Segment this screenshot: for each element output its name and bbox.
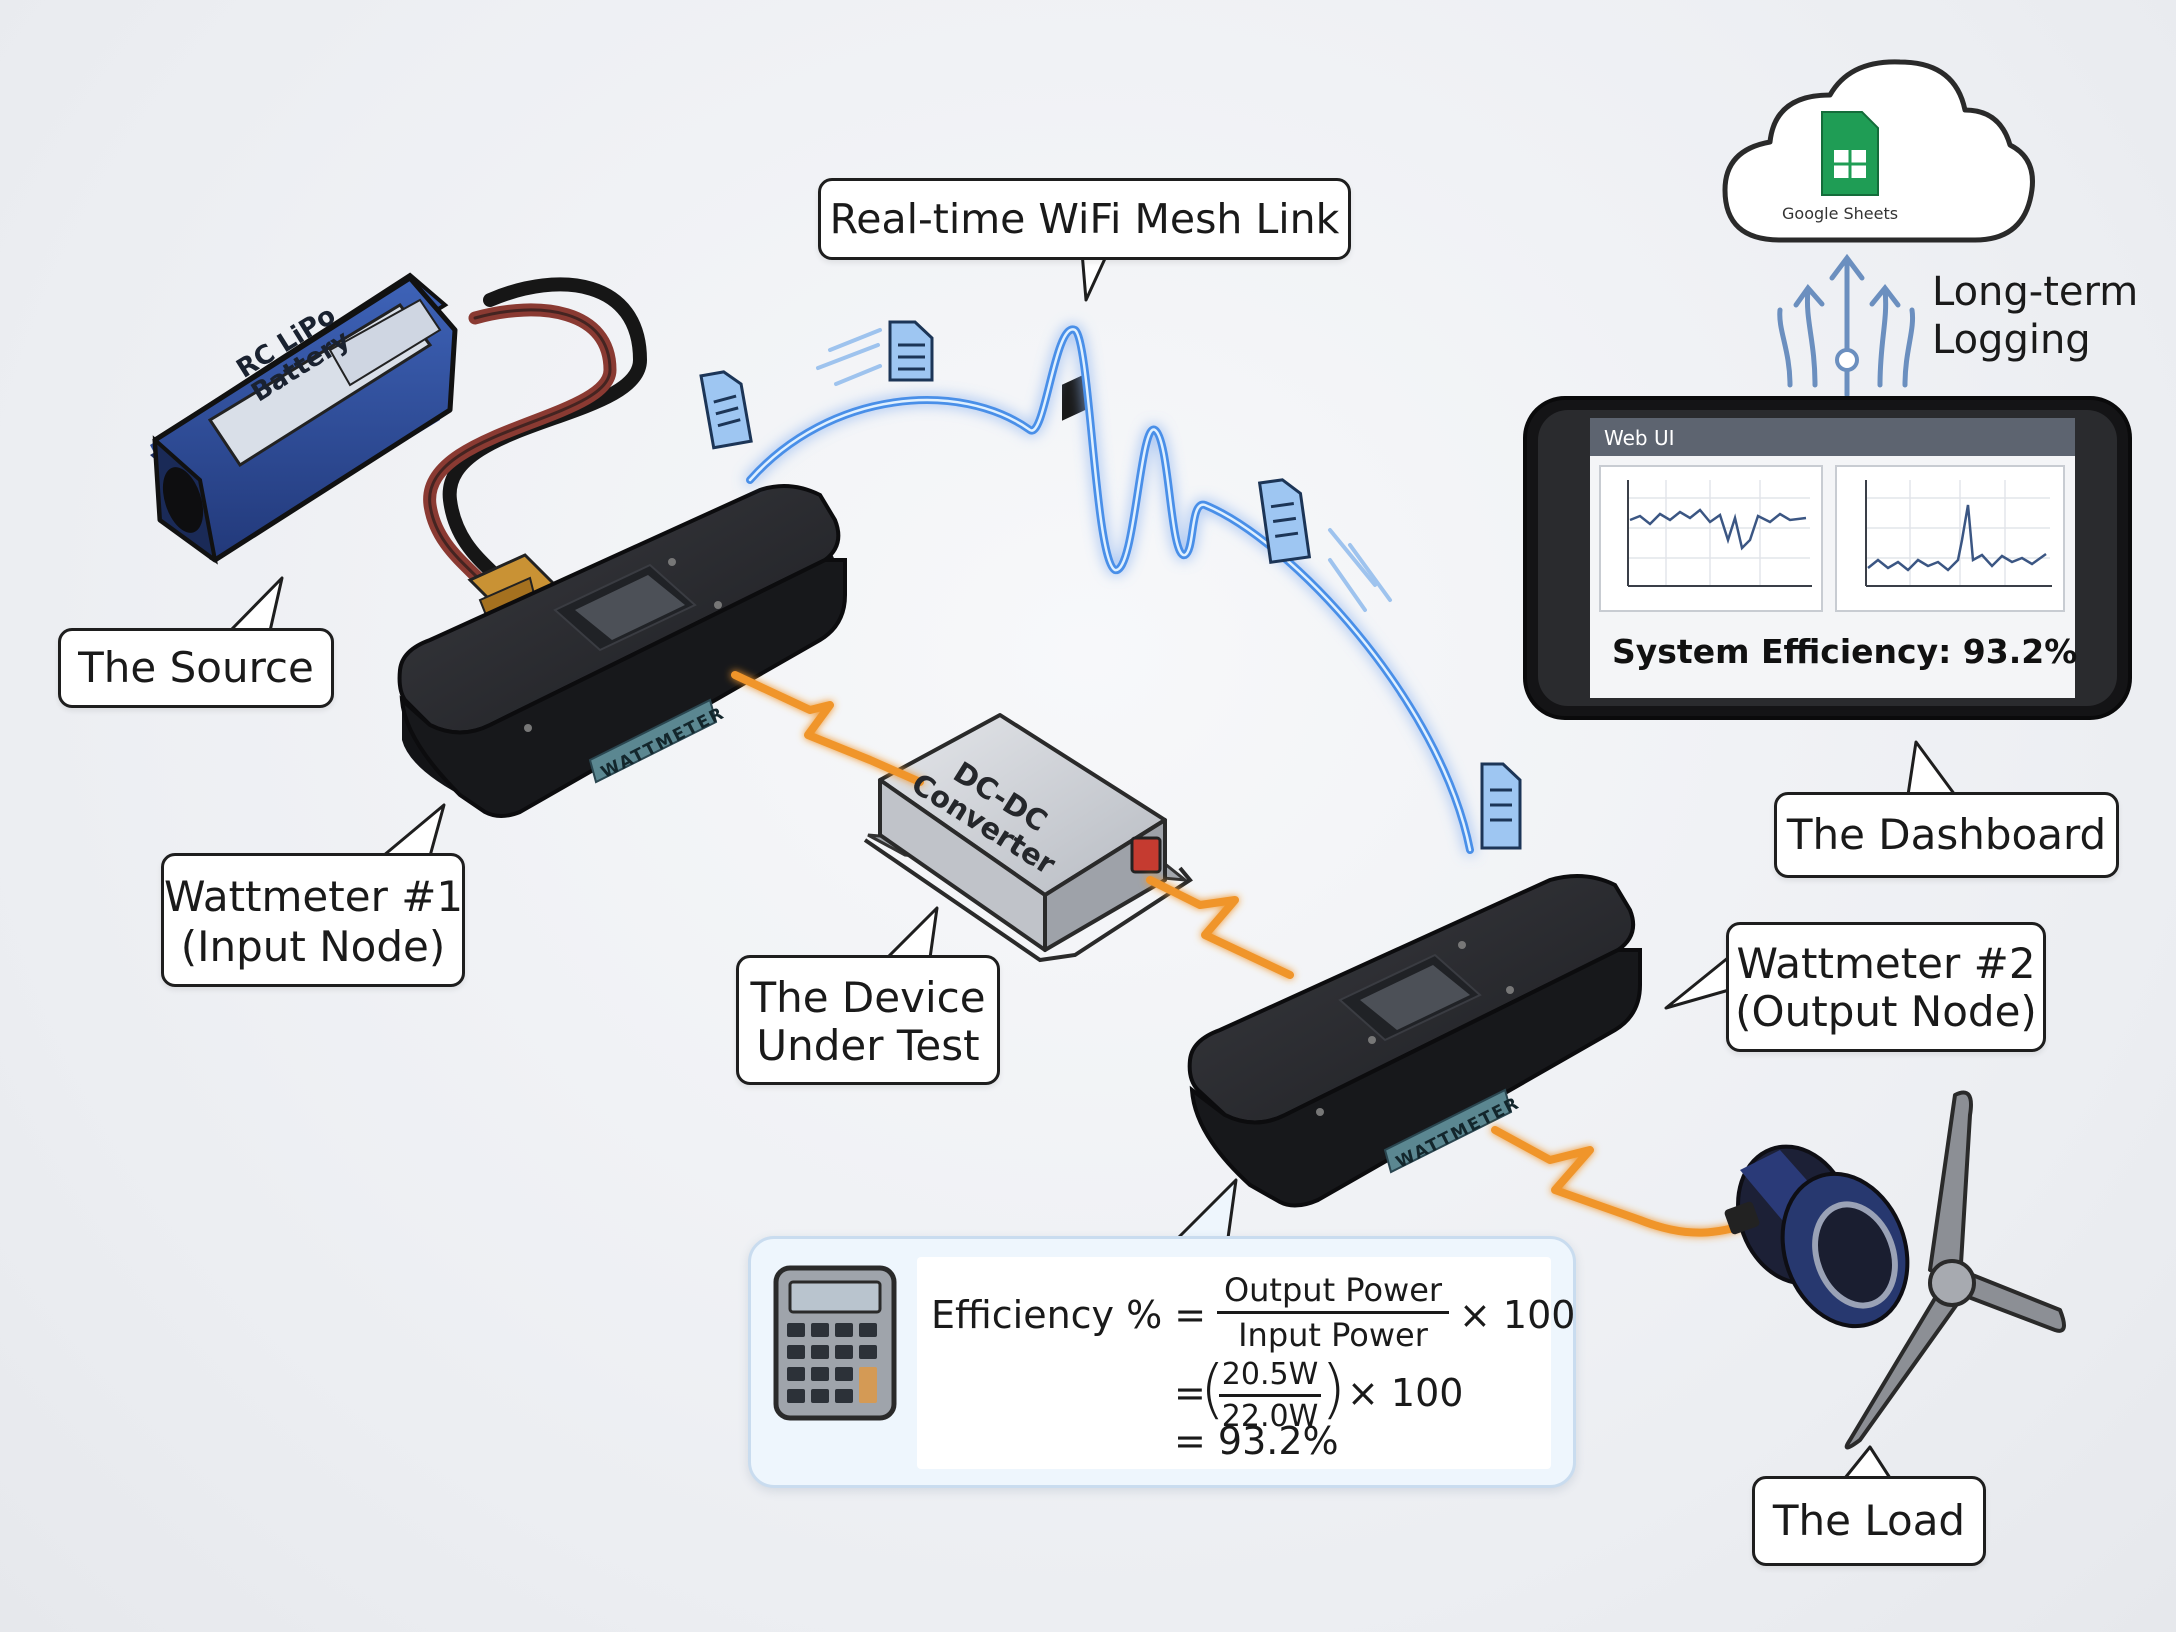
motion-lines xyxy=(816,328,1392,612)
callout-wattmeter-1: Wattmeter #1 (Input Node) xyxy=(161,853,465,987)
logging-label-line-1: Long-term xyxy=(1932,269,2139,315)
dut-label-line-1: The Device xyxy=(750,973,986,1022)
long-term-logging-label: Long-term Logging xyxy=(1932,268,2138,364)
equation-line-2-times: × 100 xyxy=(1347,1371,1464,1415)
equation-body: Efficiency % = Output Power Input Power … xyxy=(917,1257,1575,1469)
equation-line-2-equals: = xyxy=(1174,1371,1206,1415)
right-paren: ) xyxy=(1321,1353,1346,1427)
source-label: The Source xyxy=(78,643,314,692)
callout-the-load: The Load xyxy=(1752,1476,1986,1566)
wattmeter-2-label: Wattmeter #2 xyxy=(1736,939,2036,988)
equation-result: = 93.2% xyxy=(1174,1419,1339,1463)
callout-tails xyxy=(228,251,1957,1479)
left-paren: ( xyxy=(1200,1353,1225,1427)
dashboard-phone xyxy=(1523,396,2132,720)
dut-label-line-2: Under Test xyxy=(756,1021,980,1070)
dashboard-label: The Dashboard xyxy=(1786,810,2107,859)
input-power-trace xyxy=(1629,508,1807,551)
callout-device-under-test: The Device Under Test xyxy=(736,955,1000,1085)
power-line-2 xyxy=(1146,876,1294,979)
data-packet-icon xyxy=(1480,762,1522,850)
power-line-1 xyxy=(731,671,924,786)
equation-tail xyxy=(1176,1178,1238,1240)
wattmeter-1-sublabel: (Input Node) xyxy=(180,922,446,971)
dc-dc-converter-device xyxy=(863,373,1193,963)
load-label: The Load xyxy=(1772,1496,1966,1545)
wattmeter-1-label: Wattmeter #1 xyxy=(164,872,464,921)
wifi-wave xyxy=(746,325,1474,854)
data-packet-icon xyxy=(888,320,934,382)
google-sheets-icon xyxy=(1821,111,1879,196)
equation-times-100: × 100 xyxy=(1459,1293,1576,1337)
data-packet-icon xyxy=(699,370,753,450)
callout-the-source: The Source xyxy=(58,628,334,708)
system-efficiency-readout: System Efficiency: 93.2% xyxy=(1612,632,2078,671)
battery-wires xyxy=(423,277,648,587)
fraction-bar xyxy=(1219,1394,1321,1397)
sync-node-icon xyxy=(1835,348,1859,372)
data-packet-icon xyxy=(1257,478,1312,564)
output-power-trace xyxy=(1867,504,2047,572)
equation-numerator: Output Power xyxy=(1223,1271,1443,1309)
equation-fraction-2: 20.5W 22.0W xyxy=(1219,1357,1321,1434)
equation-denominator: Input Power xyxy=(1238,1316,1428,1354)
equation-denominator-value: 22.0W xyxy=(1221,1399,1319,1434)
equation-numerator-value: 20.5W xyxy=(1221,1357,1319,1392)
callout-the-dashboard: The Dashboard xyxy=(1774,792,2119,878)
fraction-bar xyxy=(1217,1311,1449,1314)
power-line-3 xyxy=(1491,1126,1749,1237)
wifi-link-label: Real-time WiFi Mesh Link xyxy=(829,195,1340,243)
wattmeter-1-device xyxy=(397,484,847,818)
equation-lhs: Efficiency % = xyxy=(931,1293,1207,1337)
chart-axes xyxy=(1627,480,2052,587)
logging-label-line-2: Logging xyxy=(1932,317,2091,363)
dashboard-screen-title: Web UI xyxy=(1604,426,1675,450)
calculator-icon xyxy=(773,1265,897,1421)
efficiency-equation-panel: Efficiency % = Output Power Input Power … xyxy=(748,1236,1576,1488)
callout-wattmeter-2: Wattmeter #2 (Output Node) xyxy=(1726,922,2046,1052)
upload-arrows-icon xyxy=(1777,253,1916,398)
motor-propeller xyxy=(1724,1090,2066,1450)
equation-fraction-1: Output Power Input Power xyxy=(1217,1271,1449,1354)
wattmeter-2-sublabel: (Output Node) xyxy=(1735,987,2037,1036)
cloud-caption: Google Sheets xyxy=(1782,204,1899,223)
battery xyxy=(150,272,458,565)
wattmeter-2-device xyxy=(1187,874,1642,1208)
callout-wifi-mesh-link: Real-time WiFi Mesh Link xyxy=(818,178,1351,260)
